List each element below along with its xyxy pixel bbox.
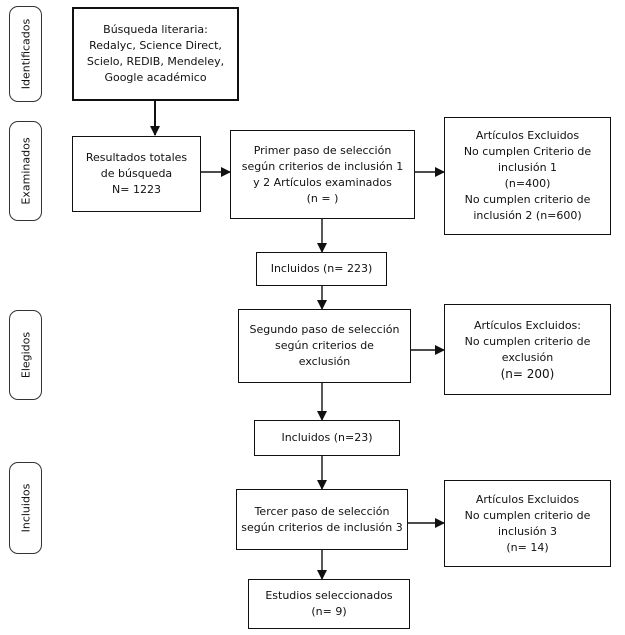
total-results-box: Resultados totales de búsqueda N= 1223 [72,136,201,212]
box-line: No cumplen Criterio de [463,145,592,158]
box-line: Redalyc, Science Direct, [89,39,222,52]
box-line: inclusión 3 [497,524,558,538]
box-line: No cumplen criterio de [464,508,591,522]
third-selection-box: Tercer paso de selección según criterios… [236,489,408,550]
search-sources-box: Búsqueda literaria: Redalyc, Science Dir… [72,7,239,101]
box-line: Artículos Excluidos [475,492,580,506]
box-line: inclusión 2 (n=600) [473,209,582,222]
box-line: Tercer paso de selección [254,504,390,518]
second-selection-box: Segundo paso de selección según criterio… [238,309,411,383]
box-line: (n= 14) [506,540,549,554]
box-line: Incluidos (n= 223) [270,262,373,275]
stage-label: Identificados [19,18,32,90]
stage-label: Examinados [19,137,32,205]
excluded-box-2: Artículos Excluidos: No cumplen criterio… [444,304,611,395]
box-line: (n=400) [504,177,551,190]
box-line: Incluidos (n=23) [281,431,373,444]
box-line: exclusión [298,355,351,368]
box-line: según criterios de inclusión 1 [241,159,404,173]
box-line: Estudios seleccionados [265,589,393,602]
box-line: exclusión [501,350,554,364]
box-line: inclusión 1 [497,161,558,174]
stage-elegidos: Elegidos [9,310,42,400]
excluded-box-3: Artículos Excluidos No cumplen criterio … [444,480,611,567]
box-line: Resultados totales [85,151,188,164]
box-line: (n= 200) [500,366,555,381]
stage-incluidos: Incluidos [9,462,42,554]
stage-label: Incluidos [19,483,32,533]
first-selection-box: Primer paso de selección según criterios… [230,130,415,219]
box-line: Segundo paso de selección [249,323,400,336]
excluded-box-1: Artículos Excluidos No cumplen Criterio … [444,117,611,235]
box-line: Google académico [104,71,207,84]
box-line: (n = ) [306,191,339,205]
box-line: (n= 9) [311,605,347,618]
included-box-1: Incluidos (n= 223) [256,252,387,286]
box-line: y 2 Artículos examinados [253,175,392,189]
box-line: Scielo, REDIB, Mendeley, [86,55,225,68]
box-line: No cumplen criterio de [464,334,591,348]
stage-identificados: Identificados [9,6,42,102]
stage-examinados: Examinados [9,121,42,221]
box-line: Primer paso de selección [253,143,392,157]
box-line: Artículos Excluidos [475,129,580,142]
box-line: No cumplen criterio de [464,193,591,206]
box-line: Búsqueda literaria: [103,23,208,36]
included-box-2: Incluidos (n=23) [254,420,400,456]
box-line: de búsqueda [100,167,173,180]
selected-studies-box: Estudios seleccionados (n= 9) [248,579,410,629]
box-line: según criterios de [275,339,374,352]
box-line: Artículos Excluidos: [474,318,581,332]
box-line: según criterios de inclusión 3 [241,520,403,534]
box-line: N= 1223 [112,183,161,196]
stage-label: Elegidos [19,331,32,379]
